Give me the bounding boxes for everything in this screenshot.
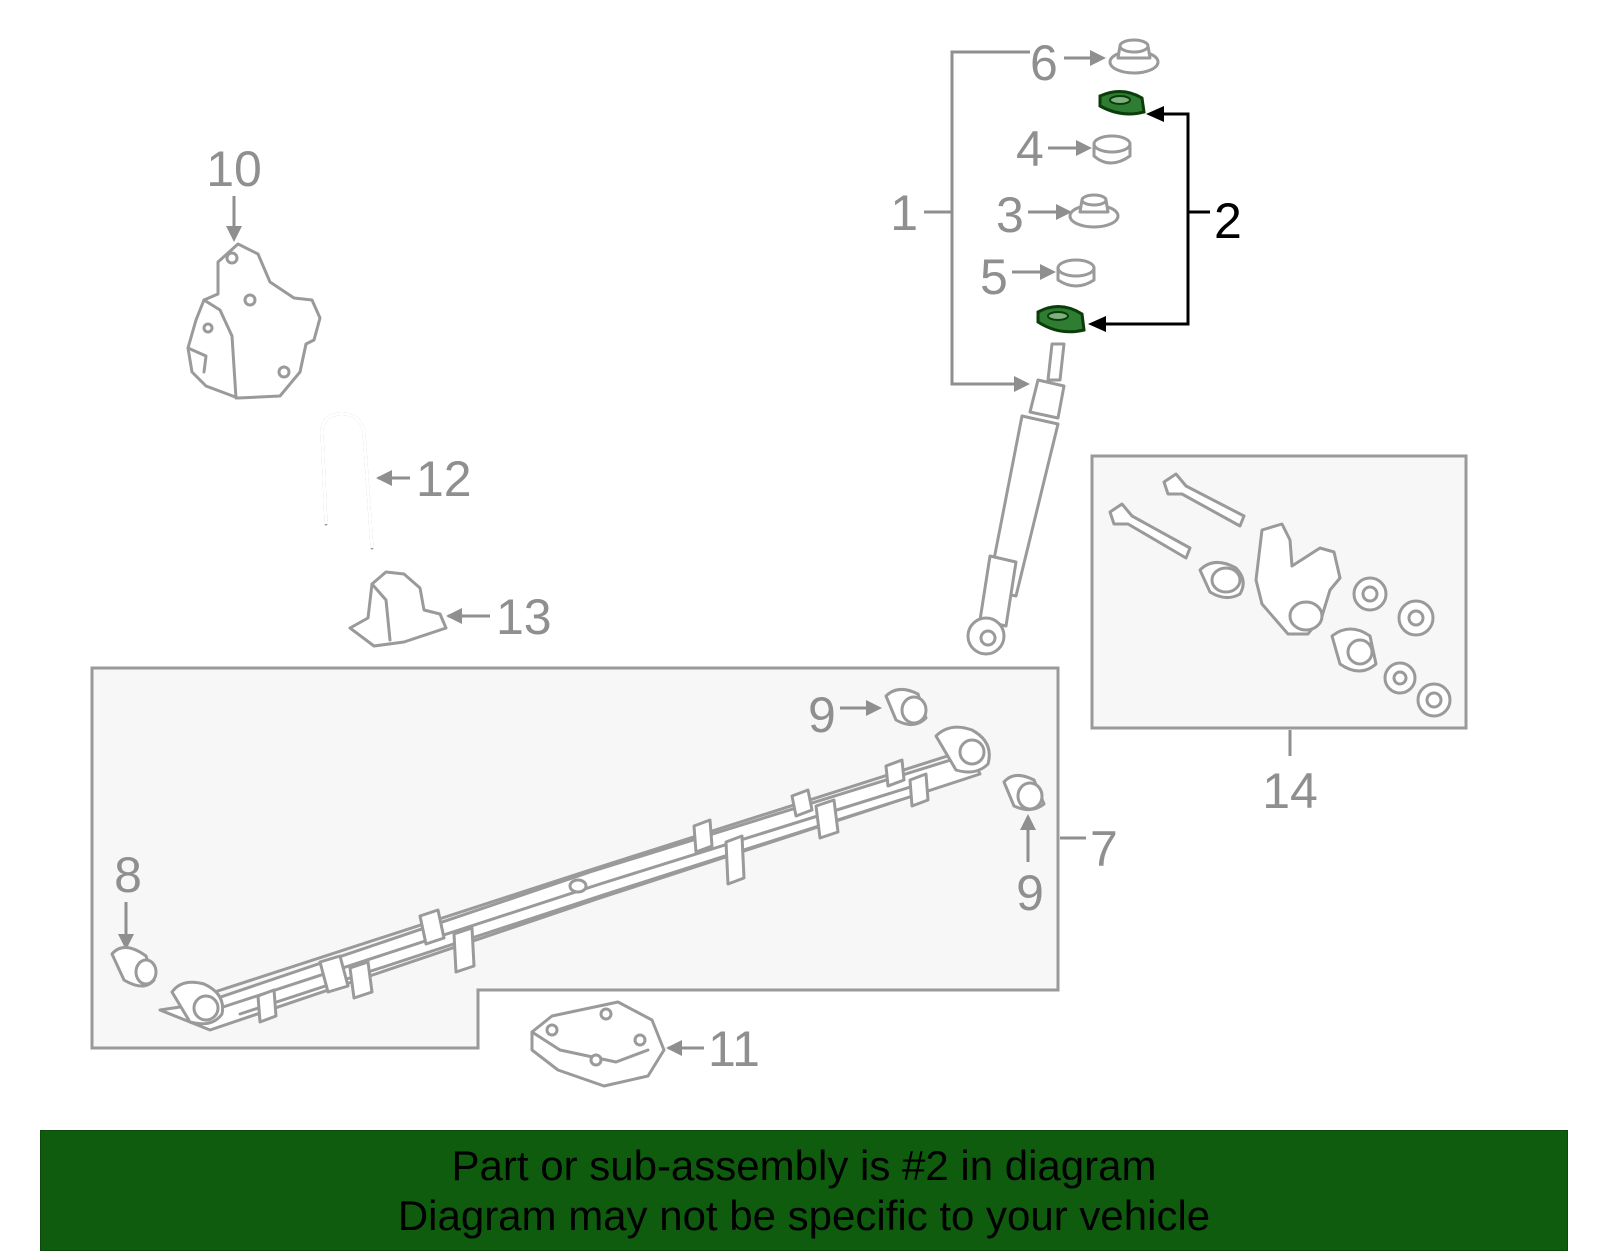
- part-10-spring-hanger-bracket[interactable]: [186, 242, 322, 400]
- callout-8: 8: [114, 847, 142, 903]
- leader-3-arrowhead: [1056, 204, 1072, 220]
- part-4-bushing[interactable]: [1092, 134, 1132, 165]
- callout-11: 11: [708, 1021, 760, 1077]
- part-14-shackle-kit[interactable]: [1108, 472, 1452, 718]
- part-1-shock-absorber[interactable]: [966, 342, 1066, 656]
- bracket-1-arrowhead: [1014, 376, 1030, 392]
- part-11-spring-pad[interactable]: [530, 1000, 666, 1088]
- callout-2: 2: [1214, 193, 1242, 249]
- part-2-upper-washer[interactable]: [1098, 90, 1146, 116]
- callout-12: 12: [416, 451, 472, 507]
- part-5-bushing[interactable]: [1056, 258, 1096, 288]
- part-7-leaf-spring[interactable]: [158, 725, 991, 1032]
- part-9-lower-bushing[interactable]: [1002, 774, 1046, 811]
- info-banner: Part or sub-assembly is #2 in diagram Di…: [40, 1130, 1568, 1251]
- leader-9-lower-arrowhead: [1020, 814, 1036, 830]
- part-2-lower-washer[interactable]: [1036, 305, 1086, 334]
- part-9-upper-bushing[interactable]: [884, 688, 928, 726]
- bracket-2-upper-arrowhead: [1146, 106, 1164, 122]
- part-3-retainer[interactable]: [1068, 193, 1120, 229]
- leader-11-arrowhead: [666, 1040, 682, 1056]
- leader-8-arrowhead: [118, 934, 134, 950]
- callout-9-upper: 9: [808, 687, 836, 743]
- callout-6: 6: [1030, 35, 1058, 91]
- leader-13-arrowhead: [446, 608, 462, 624]
- banner-line-disclaimer: Diagram may not be specific to your vehi…: [397, 1191, 1211, 1239]
- callout-13: 13: [496, 589, 552, 645]
- part-6-nut[interactable]: [1108, 38, 1160, 75]
- callout-9-lower: 9: [1016, 865, 1044, 921]
- leader-10-arrowhead: [226, 226, 242, 242]
- callout-4: 4: [1016, 121, 1044, 177]
- callout-1: 1: [890, 185, 918, 241]
- callout-14: 14: [1262, 763, 1318, 819]
- callout-10: 10: [206, 141, 262, 197]
- parts-diagram: 10 12 13 1 6 4 3: [90, 35, 1468, 1088]
- bracket-2: [1094, 112, 1190, 326]
- callout-5: 5: [980, 249, 1008, 305]
- leader-9-upper-arrowhead: [866, 700, 882, 716]
- leader-6-arrowhead: [1090, 50, 1106, 66]
- callout-3: 3: [996, 187, 1024, 243]
- leader-4-arrowhead: [1076, 140, 1092, 156]
- callout-7: 7: [1090, 821, 1118, 877]
- leader-5-arrowhead: [1040, 264, 1056, 280]
- bracket-1: [950, 50, 1030, 386]
- banner-line-part: Part or sub-assembly is #2 in diagram: [451, 1141, 1157, 1189]
- part-8-bushing[interactable]: [110, 946, 158, 988]
- part-12-u-bolt[interactable]: [320, 412, 374, 550]
- bracket-2-lower-arrowhead: [1088, 316, 1106, 332]
- part-13-spring-seat[interactable]: [348, 570, 448, 648]
- leader-12-arrowhead: [376, 470, 392, 486]
